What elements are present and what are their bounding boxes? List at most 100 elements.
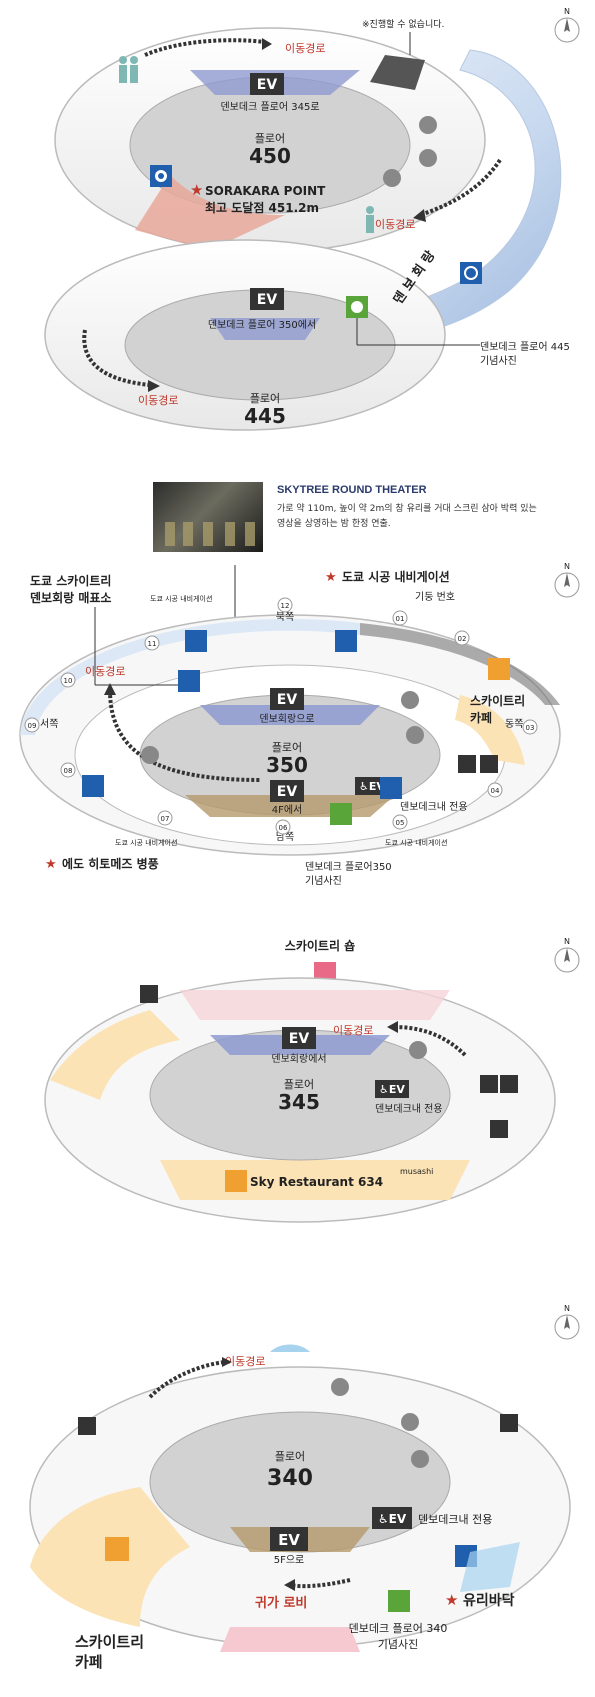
floor450-floor-label: 플로어: [255, 132, 285, 145]
floor450-ev-box: [250, 73, 284, 95]
cafe-icon: [488, 658, 510, 680]
floor350-photo-label: 덴보데크 플로어350: [305, 861, 392, 873]
svg-text:★: ★: [325, 570, 337, 585]
floor340-route-label: 이동경로: [225, 1355, 265, 1368]
pillar-label: 기둥 번호: [415, 591, 455, 603]
star-icon: ★: [190, 181, 203, 199]
escalator-icon: [140, 985, 158, 1003]
compass-label: N: [564, 7, 570, 16]
floor350-ev-dedicated: 덴보데크내 전용: [400, 801, 468, 813]
floor345-floor-label: 플로어: [284, 1078, 314, 1091]
theater-title: SKYTREE ROUND THEATER: [277, 484, 427, 496]
ticket-counter-icon: [178, 670, 200, 692]
floor445-ev-band: [210, 318, 320, 340]
restroom-men-icon: [141, 746, 159, 764]
round-theater-callout: SKYTREE ROUND THEATER 가로 약 110m, 높이 약 2m…: [153, 482, 563, 552]
east-label: 동쪽: [505, 718, 523, 730]
floor340-floor-number: 340: [267, 1466, 313, 1491]
svg-text:N: N: [564, 1304, 570, 1313]
nav-small-label: 도쿄 시공 내비게이션: [150, 594, 212, 603]
floor340-floor-label: 플로어: [275, 1450, 305, 1463]
svg-text:★: ★: [45, 857, 57, 872]
floor445-floor-label: 플로어: [250, 392, 280, 405]
accessible-restroom-icon: [419, 149, 437, 167]
floor350-route-label: 이동경로: [85, 665, 125, 678]
highest-point-label: 최고 도달점 451.2m: [205, 200, 319, 215]
floor450-route-right-label: 이동경로: [375, 218, 415, 231]
floor450-ev-label: EV: [257, 77, 278, 93]
svg-text:N: N: [564, 562, 570, 571]
compass-icon: N: [554, 7, 580, 43]
floor345-ev-sub: 덴보회랑에서: [271, 1053, 326, 1065]
nav-touch-icon-left: [185, 630, 207, 652]
sorakara-label: SORAKARA POINT: [205, 184, 326, 198]
svg-text:N: N: [564, 937, 570, 946]
nav-small-label3: 도쿄 시공 내비게이션: [385, 838, 447, 847]
ticket-label2: 덴보회랑 매표소: [30, 590, 111, 605]
nav-small-label2: 도쿄 시공 내비게이션: [115, 838, 177, 847]
floor350-ev2-sub: 4F에서: [272, 804, 303, 816]
restroom-women-icon: [401, 1413, 419, 1431]
photo-spot-icon: [388, 1590, 410, 1612]
shop-label: 스카이트리 숍: [285, 938, 355, 953]
stairs-icon: [500, 1414, 518, 1432]
pillar-markers: 01 02 03 04 05 06 07 08 09 10 11 12: [24, 597, 538, 835]
floor445-ev-label: EV: [257, 292, 278, 308]
floor350-ev-sub: 덴보회랑으로: [259, 713, 314, 725]
cafe-label: 스카이트리: [75, 1633, 144, 1651]
compass-icon: N: [554, 562, 580, 598]
svg-text:♿EV: ♿EV: [359, 780, 385, 793]
floor450-floor-number: 450: [249, 144, 291, 168]
floor450-ev-sub: 덴보데크 플로어 345로: [220, 101, 319, 113]
ticket-label: 도쿄 스카이트리: [30, 573, 111, 588]
restaurant-icon: [225, 1170, 247, 1192]
floor340-photo-label: 덴보데크 플로어 340: [349, 1622, 448, 1635]
floor350-floor-number: 350: [266, 753, 308, 777]
cafe-label2: 카페: [470, 710, 492, 725]
floor-340-map: N 이동경로 플로어 340 ♿EV 덴보데크내 전용 EV 5F으로 귀가 로…: [29, 1304, 580, 1671]
accessible-ev-icon: [372, 1507, 412, 1529]
nav-title-label: 도쿄 시공 내비게이션: [342, 569, 450, 584]
floor340-ev-dedicated: 덴보데크내 전용: [418, 1513, 492, 1526]
floor-450-445-map: N EV 덴보데크 플로어 345로 플로어 450 ★ SORAKARA PO…: [44, 7, 580, 431]
svg-text:04: 04: [491, 787, 500, 795]
svg-text:10: 10: [64, 677, 73, 685]
floor345-floor-number: 345: [278, 1090, 320, 1114]
floor445-route-label: 이동경로: [138, 394, 178, 407]
edo-screen-icon: [82, 775, 104, 797]
svg-text:02: 02: [458, 635, 467, 643]
nav-touch-icon-south: [380, 777, 402, 799]
restroom-icon: [401, 691, 419, 709]
floor-350-map: N EV 덴보회랑으로 플로어 350 EV 4F에서 ♿EV 덴보데크내 전용…: [19, 562, 580, 887]
compass-icon: N: [554, 937, 580, 973]
floor340-ev-sub: 5F으로: [274, 1555, 305, 1566]
restroom-icon: [419, 116, 437, 134]
lobby-label: 귀가 로비: [255, 1595, 307, 1611]
stairs-icon: [480, 755, 498, 773]
restroom-men-icon: [383, 169, 401, 187]
svg-text:12: 12: [281, 602, 290, 610]
shop-zone: [180, 990, 450, 1020]
svg-text:♿EV: ♿EV: [379, 1083, 405, 1096]
skylight-icon: [270, 1344, 310, 1352]
compass-icon: N: [554, 1304, 580, 1340]
floor445-photo-label2: 기념사진: [480, 355, 517, 367]
window-band: [20, 618, 360, 735]
edo-screen-label: 에도 히토메즈 병풍: [62, 856, 159, 871]
stairs-icon-south: [490, 1120, 508, 1138]
musashi-label: musashi: [400, 1167, 433, 1176]
restaurant-zone-west: [50, 1010, 180, 1100]
stairs-icon: [500, 1075, 518, 1093]
svg-text:08: 08: [64, 767, 73, 775]
svg-text:07: 07: [161, 815, 170, 823]
svg-text:09: 09: [28, 722, 37, 730]
floor445-ev-sub: 덴보데크 플로어 350에서: [208, 319, 316, 331]
floor445-photo-label: 덴보데크 플로어 445: [480, 341, 570, 353]
accessible-restroom-icon: [411, 1450, 429, 1468]
route-arrow-445: [82, 329, 151, 387]
cafe-label2: 카페: [75, 1653, 103, 1671]
cafe-zone: [455, 695, 525, 765]
sorakara-zone: [135, 175, 285, 250]
visitors-icon: [119, 56, 138, 83]
svg-text:11: 11: [148, 640, 157, 648]
